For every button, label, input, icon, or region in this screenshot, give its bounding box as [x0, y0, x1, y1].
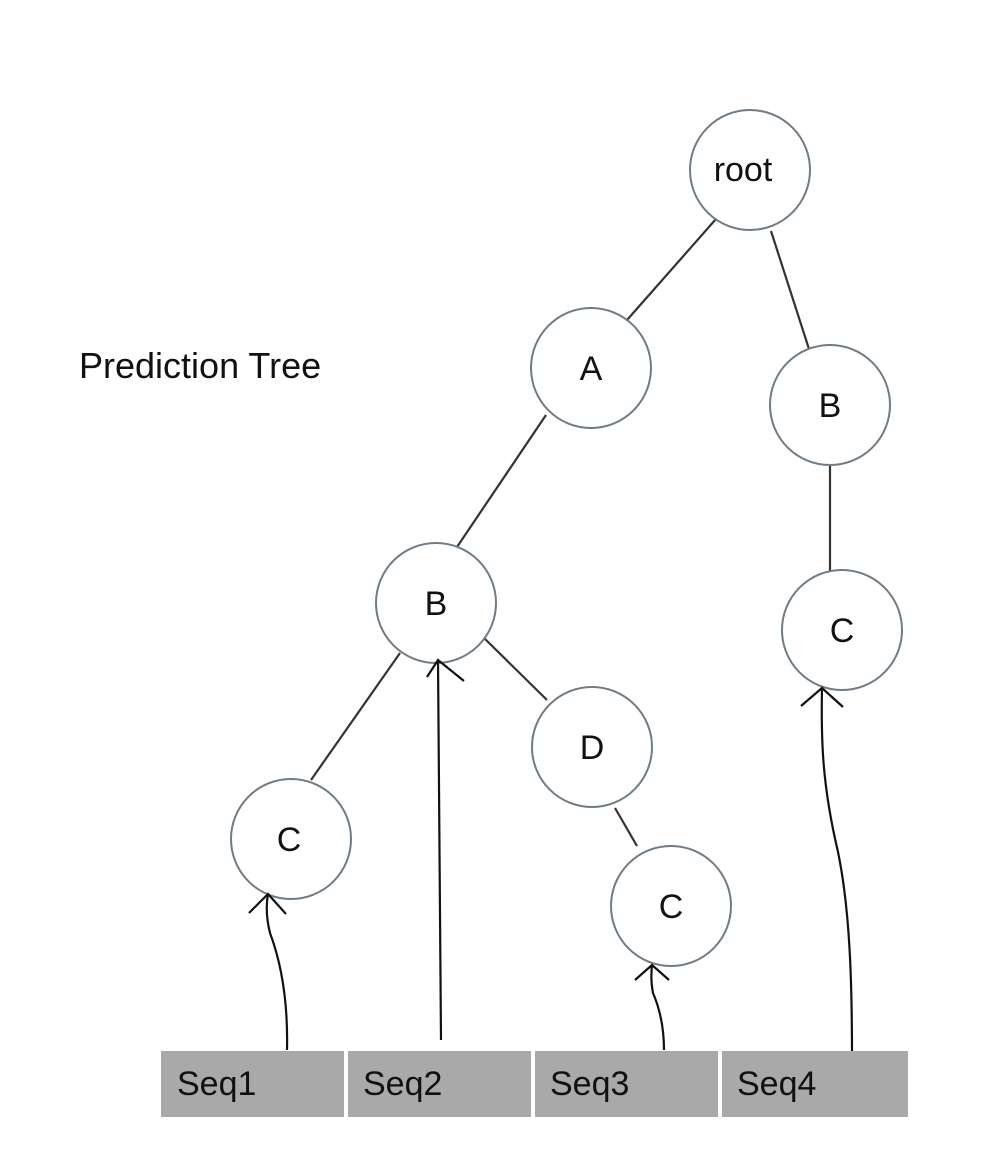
sequence-box-seq4 [722, 1051, 908, 1117]
sequence-label-seq4: Seq4 [737, 1065, 816, 1103]
seq4-arrow-line [820, 687, 854, 1058]
edge-b-left-d [483, 637, 548, 701]
node-d: D [531, 686, 653, 808]
edge-a-b-left [456, 414, 547, 548]
sequence-label-seq1: Seq1 [177, 1065, 256, 1103]
node-c-right: C [781, 569, 903, 691]
sequence-box-seq3 [535, 1051, 718, 1117]
edge-d-c [614, 807, 638, 847]
sequence-box-seq2 [348, 1051, 531, 1117]
node-b-left-label: B [425, 585, 448, 623]
diagram-title: Prediction Tree [79, 345, 321, 386]
node-root-label: root [714, 151, 773, 189]
node-c-left: C [230, 778, 352, 900]
node-a: A [530, 307, 652, 429]
seq3-arrow-head [634, 963, 670, 981]
sequence-bar: Seq1 Seq2 Seq3 Seq4 [161, 1051, 908, 1117]
node-b-right-label: B [819, 387, 842, 425]
seq2-arrow-line [436, 659, 443, 1041]
node-b-right: B [769, 344, 891, 466]
title-group: Prediction Tree [79, 345, 321, 386]
node-root-circle [689, 109, 811, 231]
node-c-under-d-circle [610, 845, 732, 967]
node-c-under-d-label: C [659, 888, 684, 926]
node-b-right-circle [769, 344, 891, 466]
edge-root-a [626, 218, 717, 321]
node-b-left: B [375, 542, 497, 664]
node-c-left-label: C [277, 821, 302, 859]
edge-b-left-c-left [310, 652, 401, 781]
tree-nodes: root A B B C D C C [230, 109, 903, 967]
tree-edges [310, 218, 832, 847]
node-c-right-label: C [830, 612, 855, 650]
node-c-under-d: C [610, 845, 732, 967]
sequence-label-seq3: Seq3 [550, 1065, 629, 1103]
seq4-arrow-head [800, 686, 844, 708]
node-c-right-circle [781, 569, 903, 691]
node-a-label: A [580, 350, 603, 388]
node-d-label: D [580, 729, 605, 767]
sequence-box-seq1 [161, 1051, 344, 1117]
seq1-arrow-head [248, 892, 287, 915]
sequence-label-seq2: Seq2 [363, 1065, 442, 1103]
seq1-arrow-line [265, 893, 289, 1051]
seq3-arrow-line [650, 964, 666, 1051]
node-d-circle [531, 686, 653, 808]
node-c-left-circle [230, 778, 352, 900]
sequence-pointers [248, 658, 854, 1058]
seq2-arrow-head [426, 658, 465, 682]
edge-root-b-right [769, 230, 811, 350]
node-a-circle [530, 307, 652, 429]
node-root: root [689, 109, 811, 231]
